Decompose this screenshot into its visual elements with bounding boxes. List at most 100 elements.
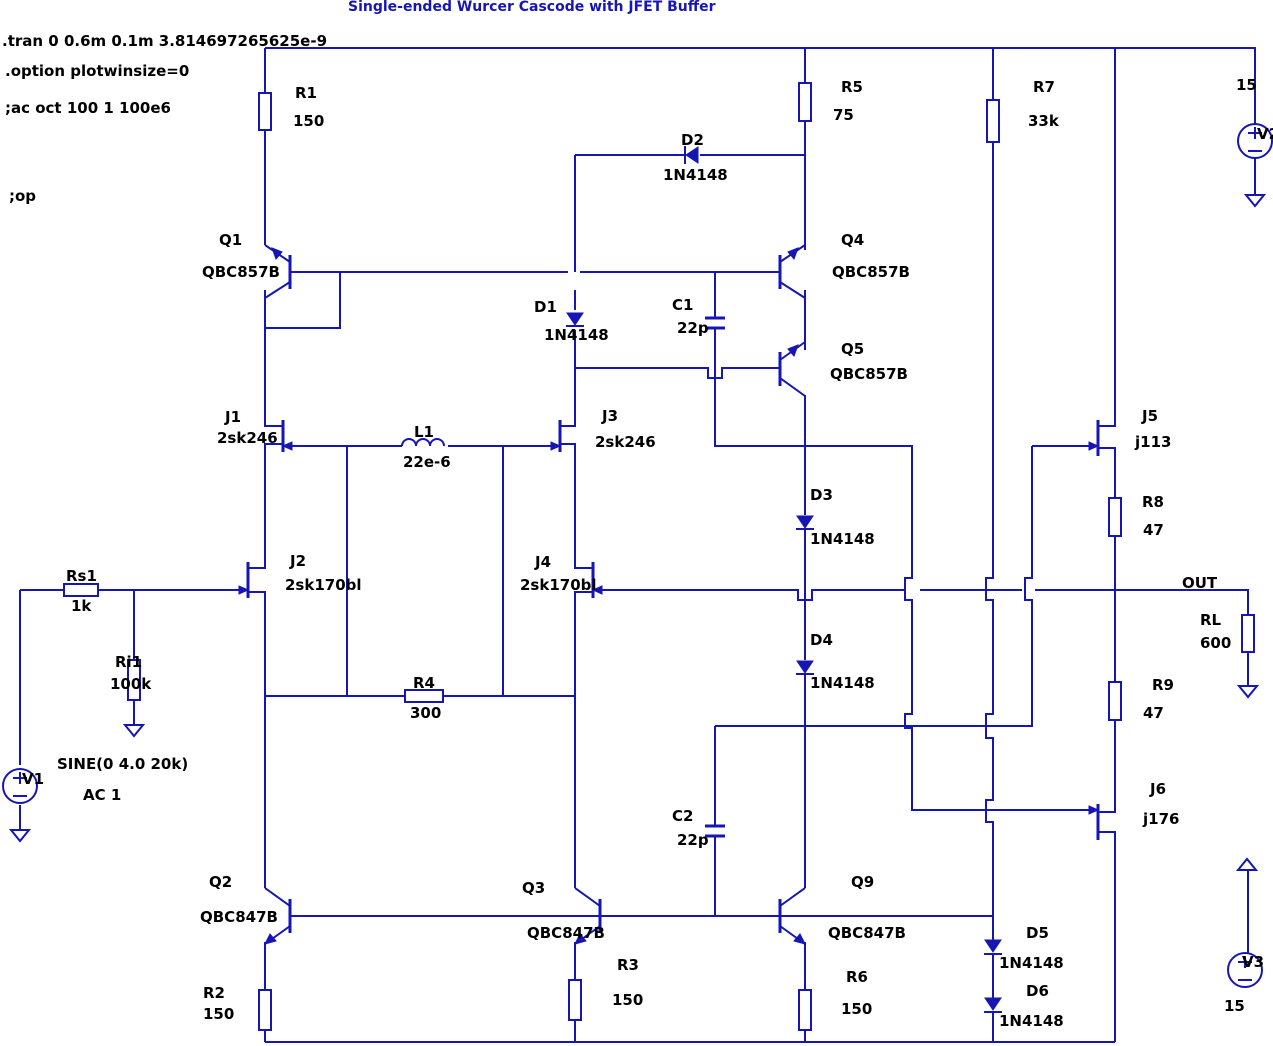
j6-symbol[interactable]: [1088, 804, 1116, 840]
j5-symbol[interactable]: [1088, 418, 1116, 456]
rs1-body[interactable]: [63, 583, 99, 597]
d1-label: D1: [534, 298, 557, 316]
ri1-body[interactable]: [127, 659, 141, 701]
wire-j5-gate: [985, 445, 1098, 727]
j4-symbol[interactable]: [574, 560, 603, 600]
v3-symbol[interactable]: [1227, 952, 1263, 988]
resistors: R1 150 R2 150 R3 150 R4 300 R5 75 R6 150…: [63, 78, 1255, 1031]
reactive-components: C1 22p C2 22p L1 22e-6: [401, 296, 725, 849]
d4-label: D4: [810, 631, 833, 649]
j1-label: J1: [224, 408, 241, 426]
v2-value: 15: [1236, 76, 1257, 94]
r7-body[interactable]: [986, 99, 1000, 143]
j5-label: J5: [1141, 407, 1158, 425]
bipolar-transistors: Q1 QBC857B Q4 QBC857B Q5 QBC857B Q2 QBC8…: [200, 231, 910, 945]
r6-body[interactable]: [798, 989, 812, 1031]
r4-body[interactable]: [404, 689, 444, 703]
v1-ac: AC 1: [83, 786, 121, 804]
c2-label: C2: [672, 807, 693, 825]
r3-body[interactable]: [568, 979, 582, 1021]
wire-l1-drops: [346, 446, 504, 696]
directive-tran: .tran 0 0.6m 0.1m 3.814697265625e-9: [2, 32, 327, 50]
r2-body[interactable]: [258, 989, 272, 1031]
d3-symbol[interactable]: [796, 515, 814, 530]
wire-out: [920, 589, 1249, 686]
jfets: J1 2sk246 J3 2sk246 J2 2sk170bl J4 2sk17…: [217, 407, 1179, 840]
rs1-label: Rs1: [66, 567, 97, 585]
v2-label: V2: [1257, 125, 1273, 143]
r9-body[interactable]: [1108, 681, 1122, 721]
schematic-title: Single-ended Wurcer Cascode with JFET Bu…: [348, 0, 716, 15]
j2-symbol[interactable]: [238, 560, 266, 600]
d2-value: 1N4148: [663, 166, 728, 184]
ground-v2: [1243, 194, 1267, 208]
rl-value: 600: [1200, 634, 1231, 652]
d2-symbol[interactable]: [684, 146, 699, 164]
j4-value: 2sk170bl: [520, 576, 597, 594]
q4-value: QBC857B: [832, 263, 910, 281]
q1-value: QBC857B: [202, 263, 280, 281]
q2-label: Q2: [209, 873, 232, 891]
r6-value: 150: [841, 1000, 872, 1018]
q3-symbol[interactable]: [574, 887, 602, 945]
r9-label: R9: [1152, 676, 1174, 694]
q9-symbol[interactable]: [778, 887, 806, 945]
v2-symbol[interactable]: [1237, 123, 1273, 195]
d1-value: 1N4148: [544, 326, 609, 344]
q1-symbol[interactable]: [264, 244, 292, 299]
ri1-value: 100k: [110, 675, 152, 693]
r5-body[interactable]: [798, 82, 812, 122]
r2-label: R2: [203, 984, 225, 1002]
j1-value: 2sk246: [217, 429, 278, 447]
q5-symbol[interactable]: [778, 341, 806, 397]
r9-value: 47: [1143, 704, 1164, 722]
c1-symbol[interactable]: [705, 316, 725, 330]
r7-label: R7: [1033, 78, 1055, 96]
q3-value: QBC847B: [527, 924, 605, 942]
d5-symbol[interactable]: [984, 939, 1002, 955]
d6-value: 1N4148: [999, 1012, 1064, 1030]
r1-body[interactable]: [258, 92, 272, 131]
rl-label: RL: [1200, 611, 1222, 629]
r2-value: 150: [203, 1005, 234, 1023]
v1-symbol[interactable]: [2, 768, 38, 804]
d6-label: D6: [1026, 982, 1049, 1000]
d3-label: D3: [810, 486, 833, 504]
j3-symbol[interactable]: [550, 418, 576, 452]
sources: V1 SINE(0 4.0 20k) AC 1 V2 15 V3 15: [2, 76, 1273, 1015]
wire-c1-node: [714, 272, 1098, 811]
d4-value: 1N4148: [810, 674, 875, 692]
r4-label: R4: [413, 674, 435, 692]
rl-body[interactable]: [1241, 614, 1255, 653]
d5-value: 1N4148: [999, 954, 1064, 972]
r8-label: R8: [1142, 493, 1164, 511]
l1-symbol[interactable]: [401, 438, 445, 447]
j1-symbol[interactable]: [264, 418, 293, 452]
d4-symbol[interactable]: [796, 660, 814, 675]
grounds: [8, 194, 1267, 843]
q2-value: QBC847B: [200, 908, 278, 926]
v1-value: SINE(0 4.0 20k): [57, 755, 188, 773]
q1-label: Q1: [219, 231, 242, 249]
d5-label: D5: [1026, 924, 1049, 942]
net-label-out: OUT: [1182, 574, 1218, 592]
q5-value: QBC857B: [830, 365, 908, 383]
r1-label: R1: [295, 84, 317, 102]
q9-label: Q9: [851, 873, 874, 891]
q2-symbol[interactable]: [264, 887, 292, 945]
c2-symbol[interactable]: [705, 824, 725, 838]
d1-symbol[interactable]: [566, 312, 584, 327]
d6-symbol[interactable]: [984, 997, 1002, 1013]
directive-op: ;op: [9, 187, 36, 205]
c1-value: 22p: [677, 319, 709, 337]
wire-q5-base: [575, 367, 780, 379]
d2-label: D2: [681, 131, 704, 149]
ground-ri1: [122, 724, 146, 738]
q4-symbol[interactable]: [778, 244, 806, 299]
r8-body[interactable]: [1108, 497, 1122, 537]
directive-option: .option plotwinsize=0: [5, 62, 189, 80]
wire-r7-chain: [985, 48, 994, 1042]
rs1-value: 1k: [71, 597, 92, 615]
directive-ac: ;ac oct 100 1 100e6: [5, 99, 171, 117]
j2-value: 2sk170bl: [285, 576, 362, 594]
